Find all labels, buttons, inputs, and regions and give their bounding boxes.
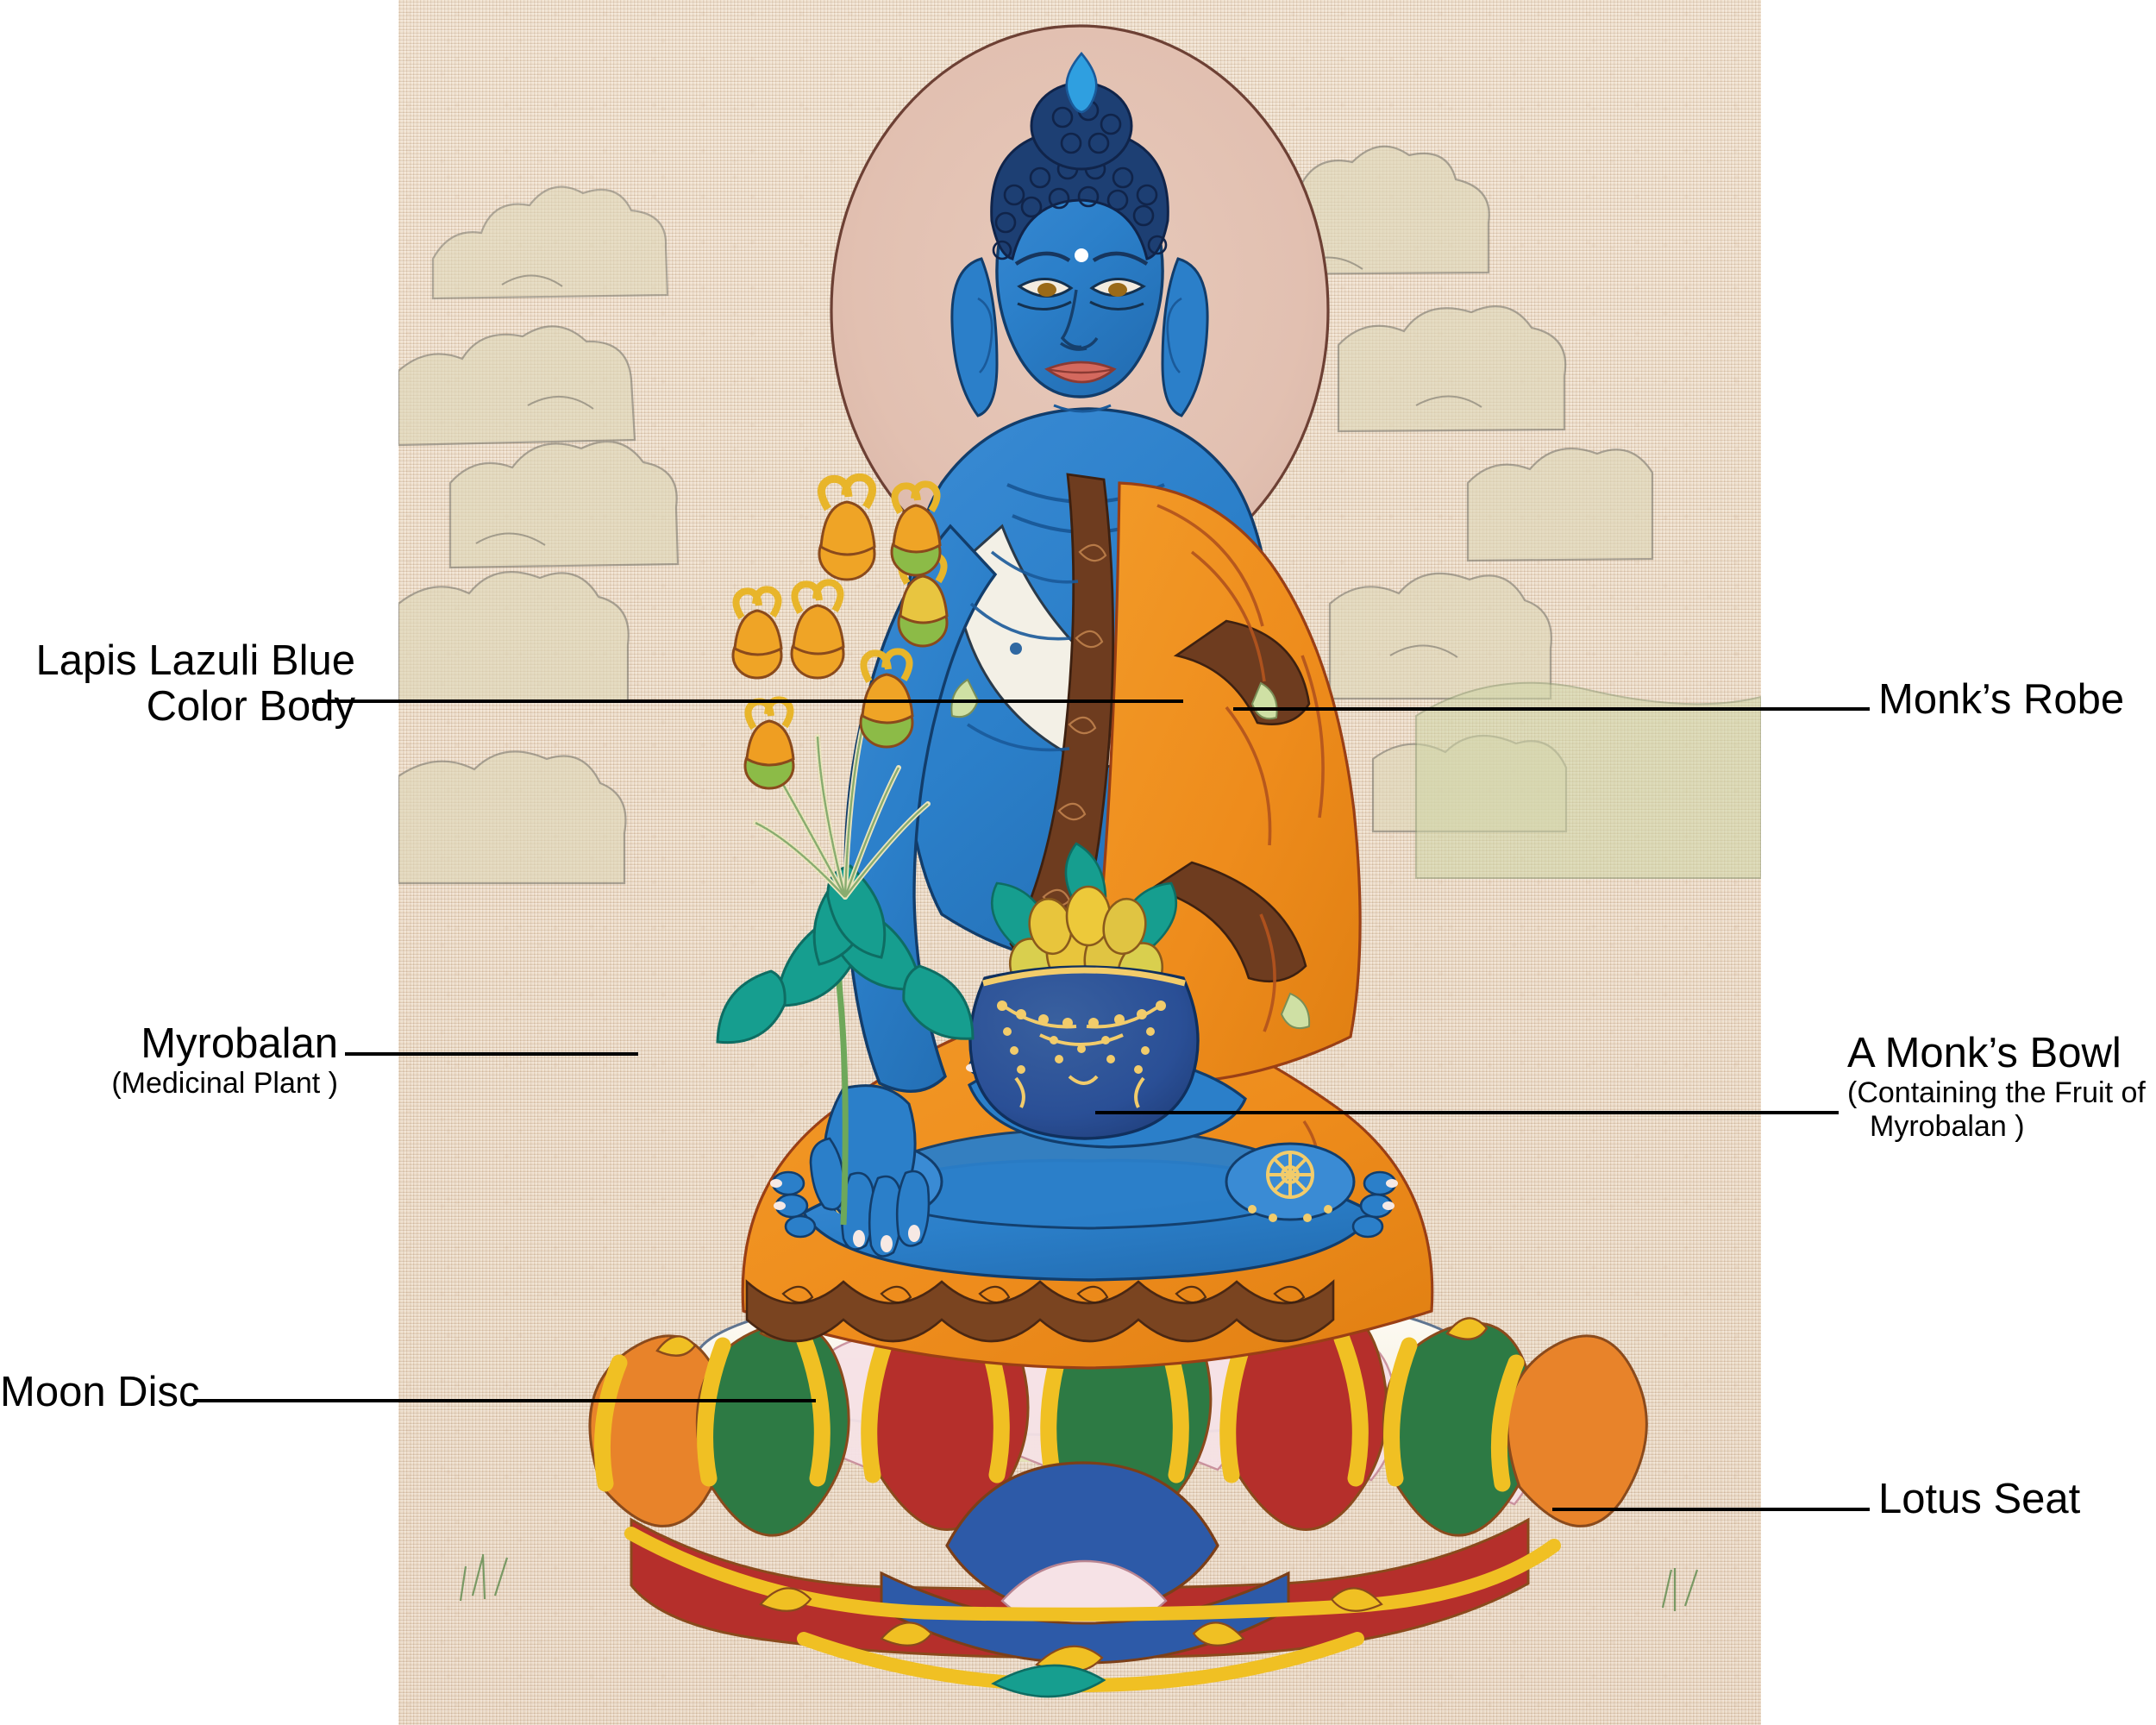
label-line-1: Lotus Seat [1878, 1476, 2081, 1522]
robe-upper-folds [1156, 504, 1325, 1032]
toes [771, 1170, 1397, 1239]
leader-line-monks-robe [1233, 707, 1870, 711]
buddha-figure [741, 51, 1434, 1370]
myrobalan-plant [716, 473, 975, 1226]
label-monks-robe: Monk’s Robe [1878, 677, 2154, 723]
robe-hem-brocade [745, 1279, 1335, 1343]
painting-artwork [398, 24, 1761, 1698]
bowl-gold-swags [1004, 1006, 1159, 1108]
label-line-1: A Monk’s Bowl [1847, 1030, 2122, 1076]
leader-line-myrobalan [345, 1052, 638, 1056]
eyes [1017, 278, 1146, 311]
robe-hem-scrolls [781, 1285, 1306, 1304]
label-a-monks-bowl: A Monk’s Bowl (Containing the Fruit of M… [1847, 1031, 2156, 1143]
label-line-1: Moon Disc [0, 1369, 200, 1415]
cloud-pencil-lines [475, 256, 1482, 658]
lotus-petal-orange-right [1506, 1334, 1648, 1527]
buddha-head [950, 51, 1209, 417]
leader-line-moon-disc [193, 1399, 816, 1402]
myrobalan-buds [731, 473, 949, 790]
a-monks-bowl [968, 842, 1200, 1140]
label-sub-line: (Containing the Fruit of [1847, 1076, 2146, 1109]
label-line-2: Color Body [146, 682, 355, 730]
hair-curls [992, 158, 1168, 260]
label-line-1: Lapis Lazuli Blue [35, 637, 355, 684]
toenails [770, 1179, 1398, 1210]
nose [1060, 289, 1099, 351]
robe-arm-brocade [1173, 619, 1311, 725]
robe-arm-brocade-2 [1149, 861, 1307, 983]
label-lapis-lazuli-blue-color-body: Lapis Lazuli Blue Color Body [0, 638, 355, 730]
label-sub-line: (Medicinal Plant ) [111, 1066, 338, 1100]
label-sub-line-2: Myrobalan ) [1870, 1109, 2025, 1143]
label-line-1: Myrobalan [141, 1020, 338, 1067]
background-hill [1415, 681, 1761, 879]
label-moon-disc: Moon Disc [0, 1369, 200, 1415]
urna-dot [1075, 248, 1088, 262]
lotus-base-leaf [991, 1664, 1106, 1698]
chest-contours [967, 550, 1079, 752]
ear-left [950, 257, 999, 417]
mouth [1044, 361, 1117, 384]
label-line-1: Monk’s Robe [1878, 676, 2125, 723]
leader-line-lapis-lazuli-blue-color-body [312, 699, 1183, 703]
thangka-painting [398, 0, 1761, 1725]
grass-tufts [459, 1553, 1699, 1611]
leader-line-lotus-seat [1552, 1508, 1870, 1511]
ear-right [1161, 257, 1209, 417]
fingernails-left [853, 1225, 920, 1252]
leader-line-a-monks-bowl [1095, 1111, 1839, 1114]
bowl-rim-gold [982, 967, 1186, 987]
label-lotus-seat: Lotus Seat [1878, 1477, 2137, 1522]
label-myrobalan: Myrobalan (Medicinal Plant ) [0, 1021, 338, 1101]
eyebrows [1014, 251, 1149, 266]
crown-flame-jewel [1065, 51, 1098, 114]
